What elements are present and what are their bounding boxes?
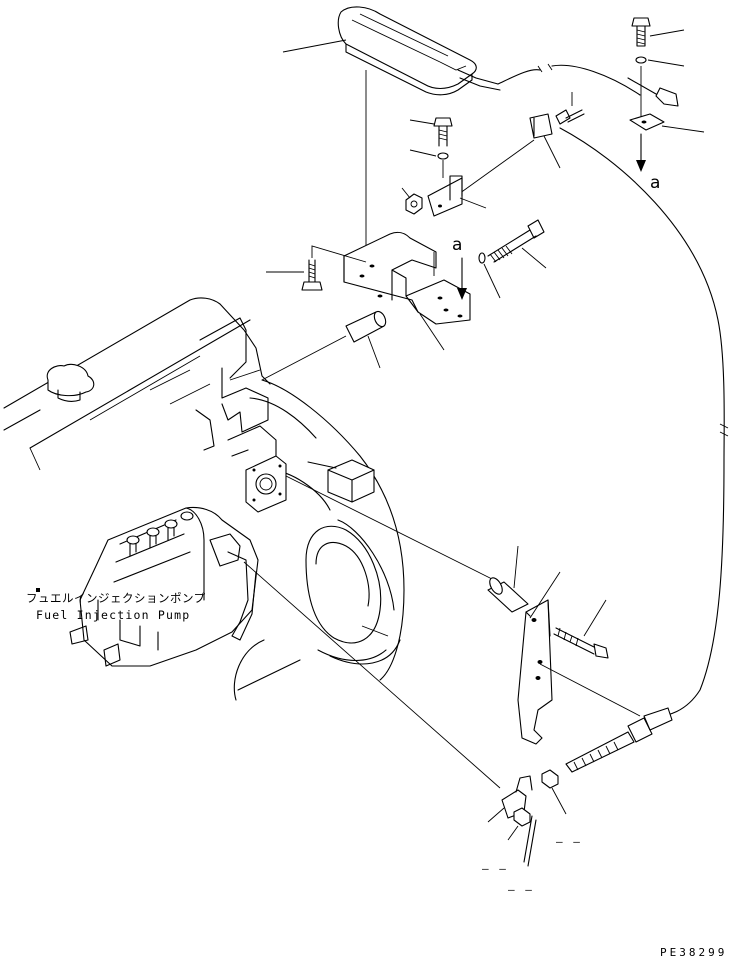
mounting-bracket [343, 231, 471, 325]
guide-line-screw [311, 245, 367, 263]
engine-block [3, 297, 405, 681]
lower-stay-bracket [517, 599, 553, 745]
pump-label-english: Fuel Injection Pump [36, 608, 190, 622]
dash-label-2: – – [482, 862, 508, 875]
leader-control-box [282, 39, 347, 53]
oil-filler-cap [46, 363, 95, 402]
bolt-middle [433, 117, 453, 147]
leader-washer-mid [409, 149, 437, 157]
small-bracket [427, 175, 463, 217]
leader-small-bracket [459, 197, 487, 209]
pump-flange [245, 455, 287, 513]
leader-bolt-lower [583, 599, 607, 637]
collar-lower [487, 577, 529, 613]
bolt-lower-stay [553, 627, 609, 659]
nut-lower [541, 769, 559, 789]
collar-upper [345, 310, 387, 343]
arrow-a-top-head [636, 160, 646, 172]
view-marker-a-top: a [650, 173, 660, 193]
washer-top-right [635, 56, 647, 64]
leader-nut-lower [551, 787, 567, 815]
leader-bolt-mid [409, 119, 435, 125]
leader-lower-stay [529, 571, 561, 619]
leader-collar-lower [513, 545, 519, 589]
fuel-injection-pump [69, 506, 259, 667]
leader-cable-bracket [543, 135, 561, 169]
cable-end-fitting [627, 77, 679, 107]
pump-label-dot [36, 588, 40, 592]
pump-label-japanese: フュエルインジェクションポンプ [26, 591, 206, 605]
flywheel-housing [233, 469, 401, 701]
long-bolt [487, 219, 545, 263]
guide-line-bracket [455, 139, 535, 197]
cotter-pin [523, 815, 537, 867]
bolt-top-right [631, 17, 651, 47]
cable-clamp [629, 113, 665, 131]
leader-washer-lb [483, 263, 501, 299]
leader-washer-tr [647, 59, 685, 67]
cable-end-rod [565, 707, 673, 773]
leader-clamp [661, 125, 705, 133]
dash-label-1: – – [556, 835, 582, 848]
bolt-cable-bracket [555, 109, 585, 125]
leader-ball-joint [487, 807, 505, 823]
cable-bracket [529, 113, 553, 139]
leader-nut-mid [401, 187, 411, 199]
view-marker-a-mid: a [452, 235, 462, 255]
cable-break-mark [537, 63, 553, 73]
guide-line-flange [285, 475, 499, 583]
control-cable [497, 64, 725, 719]
drawing-code: PE38299 [660, 946, 727, 959]
control-box [337, 6, 501, 96]
leader-nut-bj [507, 825, 519, 841]
cable-break-mark-2 [719, 423, 729, 437]
nut-middle [405, 193, 423, 215]
engine-mount-plate [307, 459, 375, 503]
leader-mounting-bracket [419, 313, 445, 351]
guide-line-collar [261, 335, 347, 381]
leader-long-bolt [521, 247, 547, 269]
dash-label-3: – – [508, 883, 534, 896]
washer-middle [437, 152, 449, 160]
leader-collar-upper [367, 335, 381, 369]
washer-long-bolt [478, 252, 486, 264]
leader-bolt-tr [649, 29, 685, 37]
arrow-a-mid-head [457, 288, 467, 300]
nut-ball-joint [513, 807, 531, 827]
screw-left [301, 259, 323, 291]
guide-line-stay [539, 663, 641, 717]
guide-line-pump-lever [243, 561, 501, 789]
